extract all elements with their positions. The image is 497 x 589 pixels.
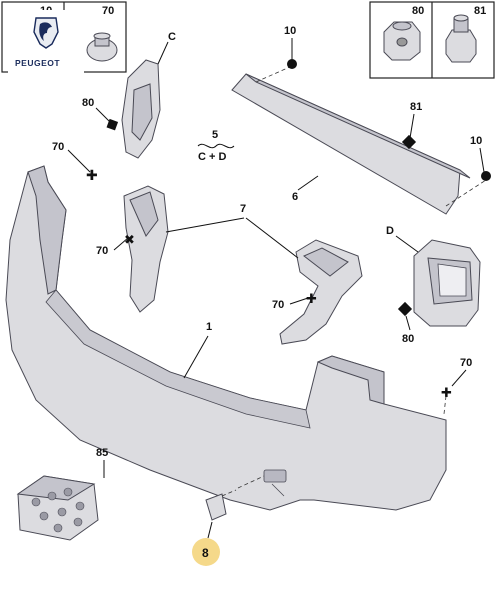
fastener-kit bbox=[16, 475, 99, 541]
svg-text:D: D bbox=[386, 225, 394, 237]
clip-marker-icon: ✖ bbox=[124, 233, 135, 248]
label-10b: 10 bbox=[470, 135, 491, 181]
nut-81-icon bbox=[445, 14, 477, 63]
side-bracket-left bbox=[123, 185, 169, 313]
label-70b: 70 ✖ bbox=[96, 233, 135, 257]
nut-marker-icon bbox=[401, 134, 417, 150]
push-clip-icon bbox=[86, 32, 118, 62]
label-70d: 70 ✚ bbox=[441, 357, 472, 415]
bracket-c bbox=[121, 59, 161, 159]
clip-marker-icon: ✚ bbox=[86, 168, 98, 184]
highlight-badge bbox=[192, 538, 220, 566]
side-bracket-right bbox=[279, 239, 363, 345]
label-6: 6 bbox=[292, 175, 319, 203]
label-70c: 70 ✚ bbox=[272, 292, 317, 311]
nut-marker-icon bbox=[397, 301, 413, 317]
svg-text:1: 1 bbox=[206, 321, 212, 333]
svg-text:C + D: C + D bbox=[198, 151, 226, 163]
label-85: 85 bbox=[96, 447, 108, 478]
svg-text:10: 10 bbox=[284, 25, 296, 37]
svg-text:5: 5 bbox=[212, 129, 218, 141]
svg-text:80: 80 bbox=[402, 333, 414, 345]
clip-marker-icon: ✚ bbox=[306, 292, 317, 307]
svg-text:6: 6 bbox=[292, 191, 298, 203]
tow-hook-cover bbox=[205, 475, 265, 521]
label-1: 1 bbox=[183, 321, 212, 379]
label-80a: 80 bbox=[82, 97, 119, 131]
brand-name: PEUGEOT bbox=[15, 58, 60, 68]
inset-label-81: 81 bbox=[474, 5, 486, 17]
label-7: 7 bbox=[165, 203, 299, 259]
label-81: 81 bbox=[401, 101, 422, 150]
inset-label-70: 70 bbox=[102, 5, 114, 17]
clip-marker-icon: ✚ bbox=[441, 386, 452, 401]
svg-text:70: 70 bbox=[52, 141, 64, 153]
label-d: D bbox=[386, 225, 419, 253]
label-8-badge: 8 bbox=[192, 521, 220, 566]
label-70a: 70 ✚ bbox=[52, 141, 98, 184]
inset-label-80: 80 bbox=[412, 5, 424, 17]
svg-text:85: 85 bbox=[96, 447, 108, 459]
nut-marker-icon bbox=[106, 118, 119, 131]
svg-text:81: 81 bbox=[410, 101, 422, 113]
svg-text:7: 7 bbox=[240, 203, 246, 215]
inset-top-right: 80 81 bbox=[369, 1, 495, 79]
variant-note: 5 C + D bbox=[197, 129, 235, 163]
svg-text:80: 80 bbox=[82, 97, 94, 109]
brand-logo: PEUGEOT bbox=[8, 10, 84, 74]
peugeot-lion-logo-icon bbox=[33, 17, 59, 49]
label-10a: 10 bbox=[284, 25, 297, 69]
label-c: C bbox=[168, 31, 176, 43]
svg-text:70: 70 bbox=[460, 357, 472, 369]
svg-text:70: 70 bbox=[96, 245, 108, 257]
nut-80-icon bbox=[383, 21, 421, 61]
svg-text:70: 70 bbox=[272, 299, 284, 311]
svg-text:8: 8 bbox=[202, 546, 209, 560]
bolt-marker-icon bbox=[481, 171, 491, 181]
rear-bumper bbox=[5, 165, 447, 511]
bracket-d bbox=[413, 239, 481, 327]
bolt-marker-icon bbox=[287, 59, 297, 69]
svg-text:10: 10 bbox=[470, 135, 482, 147]
reinforcement-beam bbox=[231, 65, 487, 215]
label-80b: 80 bbox=[397, 301, 414, 345]
